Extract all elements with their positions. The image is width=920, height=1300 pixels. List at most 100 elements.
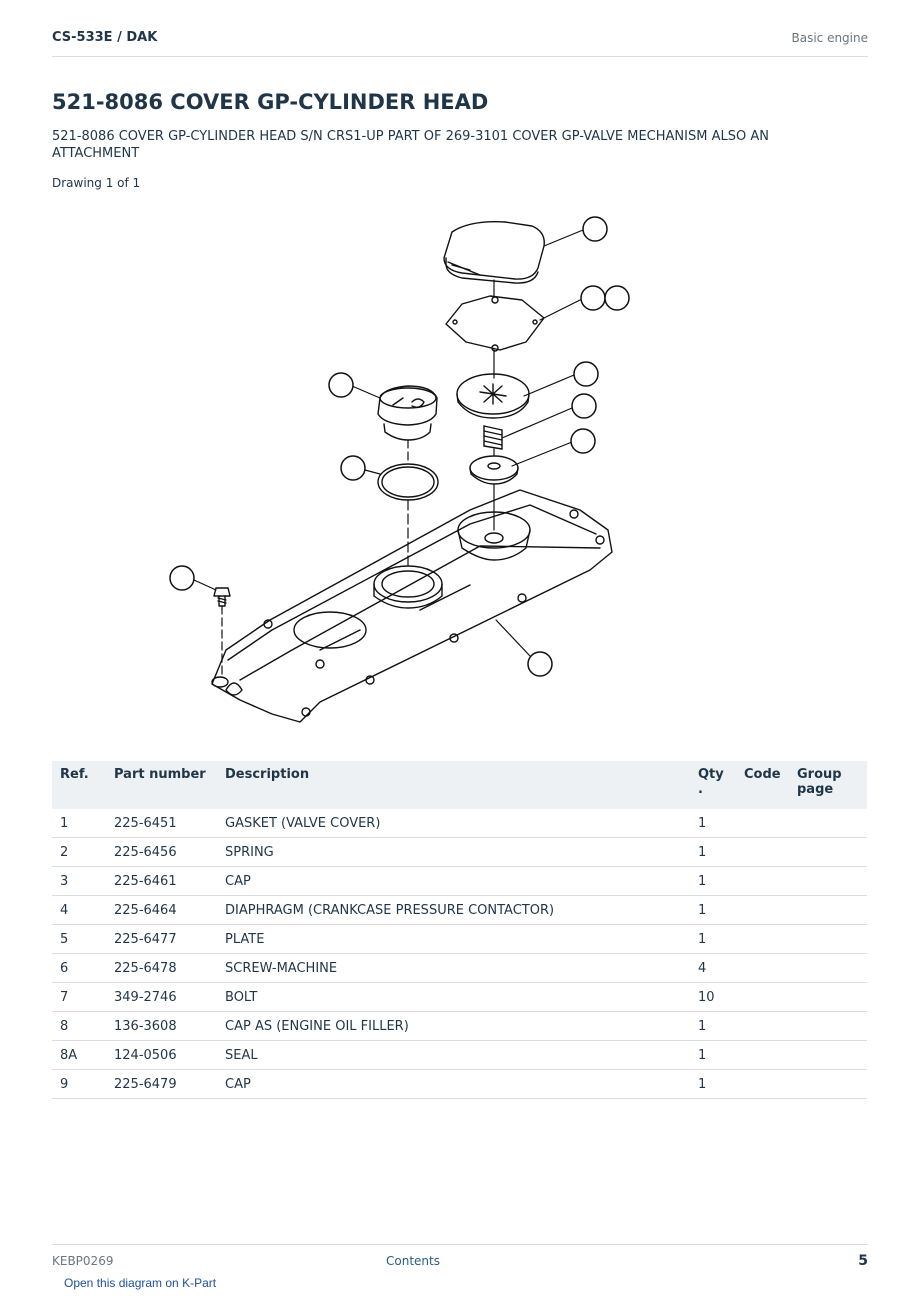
cell-description: SPRING bbox=[217, 837, 690, 867]
cell-ref: 5 bbox=[52, 924, 106, 954]
document-id: KEBP0269 bbox=[52, 1254, 114, 1268]
col-header-ref: Ref. bbox=[52, 761, 106, 809]
cell-description: CAP bbox=[217, 866, 690, 896]
callout-leaders bbox=[193, 229, 584, 657]
callout-bubble bbox=[582, 216, 608, 242]
cap-top-drawing bbox=[443, 221, 545, 284]
cell-part-number: 225-6478 bbox=[106, 953, 217, 983]
bolt-drawing bbox=[213, 587, 231, 607]
cell-part-number: 225-6451 bbox=[106, 809, 217, 838]
cell-qty: 1 bbox=[690, 1069, 736, 1099]
diaphragm-drawing bbox=[456, 373, 530, 419]
callout-bubbles bbox=[169, 216, 630, 677]
cell-part-number: 225-6479 bbox=[106, 1069, 217, 1099]
model-label: CS-533E / DAK bbox=[52, 30, 158, 45]
col-header-description: Description bbox=[217, 761, 690, 809]
cell-ref: 6 bbox=[52, 953, 106, 983]
callout-bubble bbox=[527, 651, 553, 677]
cell-description: CAP AS (ENGINE OIL FILLER) bbox=[217, 1011, 690, 1041]
callout-bubble bbox=[328, 372, 354, 398]
cell-part-number: 225-6456 bbox=[106, 837, 217, 867]
oil-filler-cap-drawing bbox=[377, 385, 438, 441]
cell-group-page bbox=[789, 924, 867, 954]
cell-group-page bbox=[789, 809, 867, 838]
cell-part-number: 225-6461 bbox=[106, 866, 217, 896]
table-row: 8A 124-0506 SEAL 1 bbox=[52, 1040, 867, 1070]
cell-group-page bbox=[789, 1011, 867, 1041]
valve-cover-drawing bbox=[211, 489, 613, 723]
exploded-parts-diagram bbox=[169, 216, 630, 723]
cell-group-page bbox=[789, 837, 867, 867]
col-header-qty-line1: Qty bbox=[698, 767, 724, 782]
page-header: CS-533E / DAK Basic engine bbox=[52, 28, 868, 57]
cell-qty: 1 bbox=[690, 866, 736, 896]
cell-qty: 1 bbox=[690, 837, 736, 867]
cell-part-number: 124-0506 bbox=[106, 1040, 217, 1070]
cell-code bbox=[736, 982, 789, 1012]
table-row: 5 225-6477 PLATE 1 bbox=[52, 924, 867, 954]
col-header-group-line1: Group bbox=[797, 767, 842, 782]
spring-drawing bbox=[483, 425, 503, 450]
table-row: 2 225-6456 SPRING 1 bbox=[52, 837, 867, 867]
cell-code bbox=[736, 837, 789, 867]
cell-group-page bbox=[789, 953, 867, 983]
callout-bubble bbox=[169, 565, 195, 591]
cell-code bbox=[736, 1011, 789, 1041]
cell-qty: 10 bbox=[690, 982, 736, 1012]
cell-ref: 8 bbox=[52, 1011, 106, 1041]
cell-group-page bbox=[789, 1040, 867, 1070]
cell-part-number: 225-6477 bbox=[106, 924, 217, 954]
open-in-kpart-link[interactable]: Open this diagram on K-Part bbox=[64, 1276, 217, 1290]
cell-qty: 1 bbox=[690, 924, 736, 954]
cell-ref: 1 bbox=[52, 809, 106, 838]
contents-link[interactable]: Contents bbox=[386, 1254, 440, 1268]
cell-description: GASKET (VALVE COVER) bbox=[217, 809, 690, 838]
cell-group-page bbox=[789, 1069, 867, 1099]
cell-qty: 4 bbox=[690, 953, 736, 983]
cell-code bbox=[736, 924, 789, 954]
page-footer: KEBP0269 Contents 5 bbox=[52, 1244, 868, 1275]
cell-part-number: 349-2746 bbox=[106, 982, 217, 1012]
seal-ring-drawing bbox=[377, 463, 439, 501]
cell-description: DIAPHRAGM (CRANKCASE PRESSURE CONTACTOR) bbox=[217, 895, 690, 925]
table-row: 8 136-3608 CAP AS (ENGINE OIL FILLER) 1 bbox=[52, 1011, 867, 1041]
col-header-qty-line2: . bbox=[698, 782, 703, 797]
cell-code bbox=[736, 866, 789, 896]
seat-cap-drawing bbox=[469, 455, 519, 485]
cell-code bbox=[736, 1040, 789, 1070]
cell-description: SEAL bbox=[217, 1040, 690, 1070]
table-row: 7 349-2746 BOLT 10 bbox=[52, 982, 867, 1012]
cell-description: SCREW-MACHINE bbox=[217, 953, 690, 983]
cell-group-page bbox=[789, 895, 867, 925]
cell-code bbox=[736, 895, 789, 925]
cell-group-page bbox=[789, 866, 867, 896]
cell-code bbox=[736, 1069, 789, 1099]
cell-description: PLATE bbox=[217, 924, 690, 954]
plate-drawing bbox=[445, 295, 545, 352]
callout-bubble bbox=[573, 361, 599, 387]
page-subtitle: 521-8086 COVER GP-CYLINDER HEAD S/N CRS1… bbox=[52, 129, 769, 161]
page-number: 5 bbox=[858, 1253, 868, 1269]
callout-bubble bbox=[604, 285, 630, 311]
cell-code bbox=[736, 809, 789, 838]
cell-ref: 8A bbox=[52, 1040, 106, 1070]
table-row: 3 225-6461 CAP 1 bbox=[52, 866, 867, 896]
cell-description: BOLT bbox=[217, 982, 690, 1012]
cell-group-page bbox=[789, 982, 867, 1012]
cell-qty: 1 bbox=[690, 1040, 736, 1070]
drawing-count: Drawing 1 of 1 bbox=[52, 176, 141, 190]
cell-part-number: 225-6464 bbox=[106, 895, 217, 925]
col-header-group-line2: page bbox=[797, 782, 834, 797]
cell-ref: 3 bbox=[52, 866, 106, 896]
callout-bubble bbox=[340, 455, 366, 481]
cell-part-number: 136-3608 bbox=[106, 1011, 217, 1041]
page-title: 521-8086 COVER GP-CYLINDER HEAD bbox=[52, 90, 489, 114]
col-header-qty: Qty. bbox=[690, 761, 736, 809]
cell-code bbox=[736, 953, 789, 983]
callout-bubble bbox=[580, 285, 606, 311]
table-row: 1 225-6451 GASKET (VALVE COVER) 1 bbox=[52, 809, 867, 838]
cell-ref: 9 bbox=[52, 1069, 106, 1099]
table-header-row: Ref. Part number Description Qty. Code G… bbox=[52, 761, 867, 809]
callout-bubble bbox=[571, 393, 597, 419]
